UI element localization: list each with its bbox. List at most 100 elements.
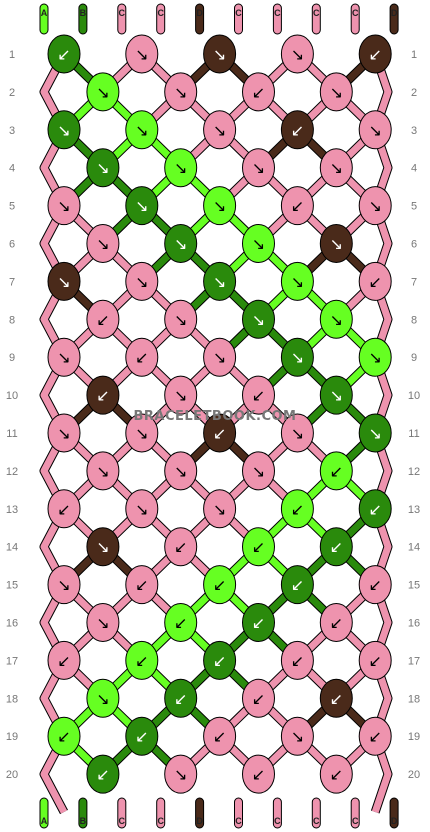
knot: [47, 186, 81, 226]
knot: [164, 527, 198, 567]
knot: [164, 224, 198, 263]
knot: [86, 603, 120, 642]
knot: [319, 527, 353, 567]
knot-arrow: ↙: [135, 576, 148, 595]
string-end: [350, 3, 360, 35]
knot: [86, 72, 120, 112]
knot: [203, 261, 237, 301]
knot-arrow: ↘: [57, 272, 70, 291]
knot-arrow: ↘: [330, 159, 343, 178]
knot-arrow: ↙: [368, 727, 381, 746]
knot: [164, 72, 198, 112]
row-label-right: 5: [411, 201, 417, 213]
knot: [242, 451, 275, 491]
string-end: [39, 3, 49, 35]
row-label-left: 3: [9, 125, 15, 137]
row-label-left: 18: [6, 693, 18, 705]
knot-arrow: ↘: [368, 197, 381, 216]
knot-arrow: ↘: [213, 348, 226, 367]
knot-arrow: ↘: [213, 121, 226, 140]
knot: [242, 678, 275, 718]
watermark: BRACELETBOOK.COM: [134, 409, 297, 424]
knot-arrow: ↘: [368, 424, 381, 443]
knot: [280, 186, 314, 226]
row-label-right: 17: [408, 655, 420, 667]
string-label: C: [352, 816, 359, 826]
row-label-right: 15: [408, 580, 420, 592]
knot-arrow: ↘: [174, 765, 187, 784]
row-label-left: 15: [6, 580, 18, 592]
knot-arrow: ↙: [252, 614, 265, 633]
row-label-left: 2: [9, 87, 15, 99]
knot: [86, 451, 120, 491]
knot-arrow: ↙: [252, 386, 265, 405]
knot-arrow: ↘: [96, 614, 109, 633]
knot: [164, 148, 198, 188]
knot: [203, 565, 237, 605]
row-label-right: 11: [408, 428, 419, 440]
knot: [86, 299, 120, 339]
knot: [47, 261, 81, 301]
knot-arrow: ↘: [174, 310, 187, 329]
row-label-right: 20: [408, 769, 420, 781]
string-end: [117, 3, 127, 35]
knot-arrow: ↘: [368, 121, 381, 140]
knot-arrow: ↘: [213, 500, 226, 519]
knot-arrow: ↘: [96, 83, 109, 102]
knot: [203, 716, 237, 756]
row-label-left: 9: [9, 352, 15, 364]
row-label-right: 2: [411, 87, 417, 99]
knot: [125, 413, 159, 453]
string-label: A: [41, 816, 48, 826]
knot-arrow: ↘: [135, 45, 148, 64]
knot-arrow: ↘: [291, 424, 304, 443]
knot: [164, 299, 198, 339]
row-label-left: 8: [9, 314, 15, 326]
row-label-right: 14: [408, 542, 420, 554]
knot: [280, 640, 314, 680]
knot: [203, 489, 237, 529]
string-label: C: [157, 8, 164, 18]
knot: [86, 224, 120, 263]
knot: [358, 640, 392, 680]
knot-arrow: ↙: [57, 45, 70, 64]
knot: [242, 603, 275, 642]
knot: [319, 603, 353, 642]
knot-arrow: ↘: [252, 310, 265, 329]
knot-arrow: ↘: [135, 424, 148, 443]
row-label-right: 12: [408, 466, 420, 478]
knot-arrow: ↘: [135, 272, 148, 291]
knot: [47, 34, 81, 74]
knot-arrow: ↘: [135, 197, 148, 216]
string-label: C: [274, 8, 281, 18]
knot-arrow: ↘: [252, 159, 265, 178]
knot: [47, 716, 81, 756]
knot: [358, 337, 392, 377]
knot: [358, 565, 392, 605]
string-end: [39, 797, 49, 829]
knot: [86, 375, 120, 415]
knot-arrow: ↙: [330, 689, 343, 708]
knot: [319, 299, 353, 339]
knot: [358, 716, 392, 756]
string-label: C: [119, 8, 126, 18]
knot: [164, 603, 198, 642]
knot-layer: ↙↘↘↘↙↘↘↙↘↘↘↘↙↘↘↘↘↘↘↘↘↙↘↘↘↘↘↘↘↘↘↙↙↘↘↘↘↙↘↘…: [47, 34, 392, 794]
knot-arrow: ↙: [135, 348, 148, 367]
string-end: [78, 3, 88, 35]
string-label: C: [235, 816, 242, 826]
knot: [47, 337, 81, 377]
row-label-right: 3: [411, 125, 417, 137]
row-label-left: 20: [6, 769, 18, 781]
string-end: [311, 797, 321, 829]
row-label-right: 10: [408, 390, 420, 402]
string-end: [389, 797, 399, 829]
string-end: [195, 797, 205, 829]
knot: [203, 34, 237, 74]
knot-arrow: ↙: [291, 121, 304, 140]
knot: [47, 110, 81, 150]
string-label: C: [274, 816, 281, 826]
row-label-left: 12: [6, 466, 18, 478]
knot-arrow: ↘: [135, 500, 148, 519]
row-label-right: 19: [408, 731, 420, 743]
